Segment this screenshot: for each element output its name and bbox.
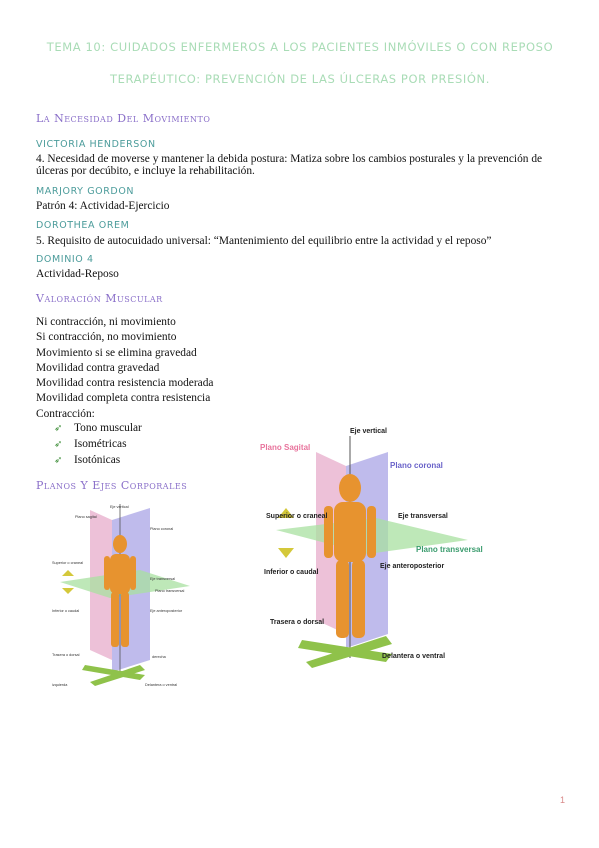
label-dominio: DOMINIO 4 bbox=[36, 254, 94, 265]
list-item: Movilidad contra resistencia moderada bbox=[36, 377, 214, 390]
list-item: ➶Isométricas bbox=[54, 437, 142, 453]
small-label-eje-vertical: Eje vertical bbox=[110, 505, 129, 509]
list-valoracion: Ni contracción, ni movimiento Si contrac… bbox=[36, 315, 213, 422]
small-label-izquierda: izquierda bbox=[52, 683, 68, 687]
large-label-eje-antero: Eje anteroposterior bbox=[380, 563, 444, 570]
small-label-sagital: Plano sagital bbox=[75, 515, 97, 519]
large-label-sagital: Plano Sagital bbox=[260, 443, 310, 452]
text-henderson: 4. Necesidad de moverse y mantener la de… bbox=[36, 153, 543, 178]
arrow-bullet-icon: ➶ bbox=[54, 438, 63, 450]
small-label-delantera: Delantera o ventral bbox=[145, 683, 177, 687]
label-orem: DOROTHEA OREM bbox=[36, 220, 130, 231]
heading-necesidad-movimiento: La Necesidad Del Movimiento bbox=[36, 112, 211, 125]
list-item: Movilidad completa contra resistencia bbox=[36, 392, 211, 405]
list-item: Movimiento si se elimina gravedad bbox=[36, 346, 197, 359]
list-item: Movilidad contra gravedad bbox=[36, 361, 160, 374]
list-item: Si contracción, no movimiento bbox=[36, 331, 177, 344]
large-label-superior: Superior o craneal bbox=[266, 513, 328, 520]
list-item: Contracción: bbox=[36, 407, 95, 420]
label-henderson: VICTORIA HENDERSON bbox=[36, 139, 156, 150]
heading-planos-ejes: Planos Y Ejes Corporales bbox=[36, 479, 188, 492]
list-item: ➶Tono muscular bbox=[54, 421, 142, 437]
small-label-coronal: Plano coronal bbox=[150, 527, 173, 531]
list-item: ➶Isotónicas bbox=[54, 453, 142, 469]
arrow-bullet-icon: ➶ bbox=[54, 454, 63, 466]
small-label-transversal: Plano transversal bbox=[155, 589, 184, 593]
large-label-transversal: Plano transversal bbox=[416, 545, 483, 554]
text-dominio: Actividad-Reposo bbox=[36, 268, 119, 280]
text-gordon: Patrón 4: Actividad-Ejercicio bbox=[36, 200, 170, 212]
sub-list-contraccion: ➶Tono muscular ➶Isométricas ➶Isotónicas bbox=[54, 421, 142, 468]
large-label-eje-transversal: Eje transversal bbox=[398, 513, 448, 520]
small-label-eje-transversal: Eje transversal bbox=[150, 577, 175, 581]
large-label-eje-vertical: Eje vertical bbox=[350, 428, 387, 435]
large-label-coronal: Plano coronal bbox=[390, 461, 443, 470]
heading-valoracion-muscular: Valoración Muscular bbox=[36, 292, 163, 305]
large-label-delantera: Delantera o ventral bbox=[382, 653, 445, 660]
page-number: 1 bbox=[559, 795, 565, 805]
small-label-derecha: derecha bbox=[152, 655, 167, 659]
list-item: Ni contracción, ni movimiento bbox=[36, 316, 176, 328]
small-label-trasera: Trasera o dorsal bbox=[52, 653, 80, 657]
large-label-trasera: Trasera o dorsal bbox=[270, 619, 324, 626]
label-gordon: MARJORY GORDON bbox=[36, 186, 135, 197]
small-label-inferior: Inferior o caudal bbox=[52, 609, 79, 613]
arrow-bullet-icon: ➶ bbox=[54, 423, 63, 434]
large-label-inferior: Inferior o caudal bbox=[264, 569, 319, 576]
text-orem: 5. Requisito de autocuidado universal: “… bbox=[36, 235, 492, 247]
small-label-superior: Superior o craneal bbox=[52, 561, 83, 565]
page-title-line-2: TERAPÉUTICO: PREVENCIÓN DE LAS ÚLCERAS P… bbox=[110, 72, 490, 86]
small-body-planes-figure: Plano sagital Eje vertical Plano coronal… bbox=[52, 504, 190, 687]
small-label-eje-antero: Eje anteroposterior bbox=[150, 609, 183, 613]
page-title-line-1: TEMA 10: CUIDADOS ENFERMEROS A LOS PACIE… bbox=[46, 40, 554, 54]
large-body-planes-figure: Eje vertical Plano Sagital Plano coronal… bbox=[260, 428, 483, 668]
